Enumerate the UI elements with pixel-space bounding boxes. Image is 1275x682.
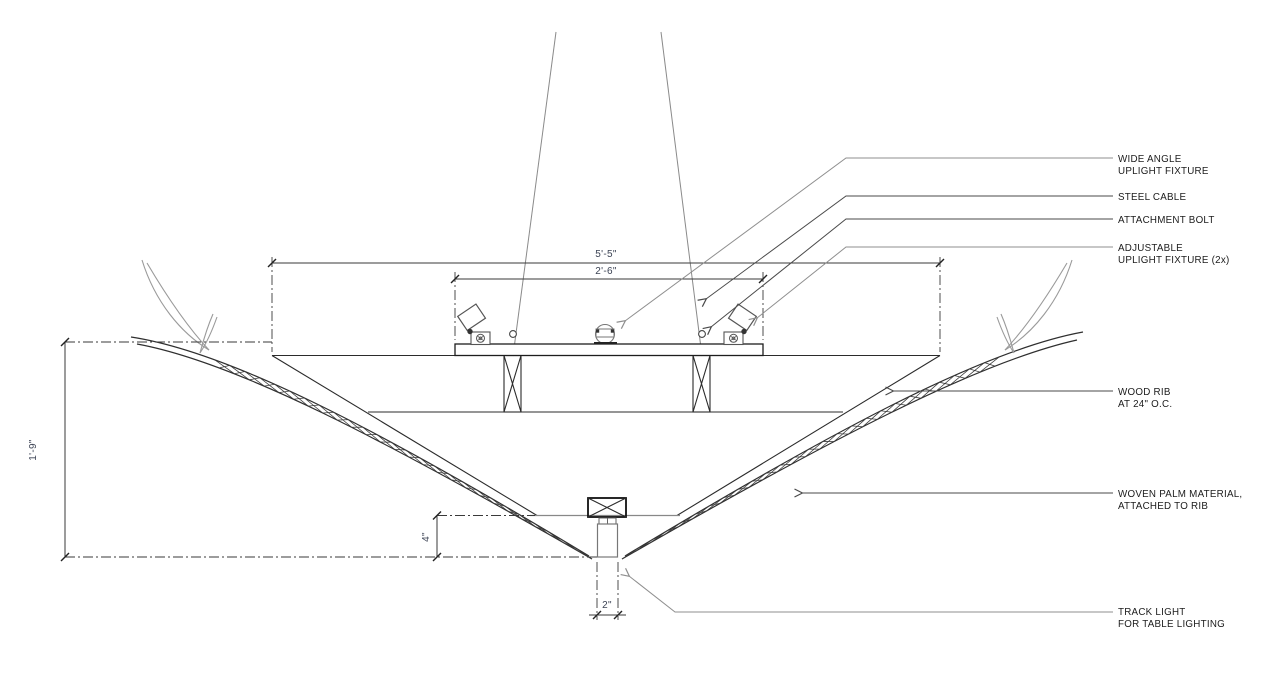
fixture-platform (454, 343, 764, 357)
frond-icon (141, 259, 210, 351)
dimension-track-drop: 4" (421, 511, 442, 562)
track-light-fixture (596, 517, 619, 558)
apex-connector (587, 497, 627, 518)
callout-attachment-bolt: ATTACHMENT BOLT (1118, 215, 1215, 226)
callout-wood-rib: WOOD RIB AT 24" O.C. (1118, 387, 1172, 410)
wood-rib-right (676, 355, 941, 516)
dim-text-track-width: 2" (602, 600, 612, 611)
svg-text:WOOD RIB: WOOD RIB (1118, 387, 1171, 398)
callout-steel-cable: STEEL CABLE (1118, 192, 1186, 203)
steel-cable-right (660, 31, 703, 357)
svg-text:UPLIGHT FIXTURE (2x): UPLIGHT FIXTURE (2x) (1118, 255, 1230, 266)
svg-text:WIDE ANGLE: WIDE ANGLE (1118, 154, 1182, 165)
svg-text:ADJUSTABLE: ADJUSTABLE (1118, 243, 1183, 254)
dim-text-platform-width: 2'-6" (595, 266, 617, 277)
palm-fronds-left (141, 259, 218, 354)
palm-weave-pattern (219, 364, 593, 560)
dim-text-overall-width: 5'-5" (595, 249, 617, 260)
callout-wide-angle-uplight: WIDE ANGLE UPLIGHT FIXTURE (1118, 154, 1209, 177)
dim-text-track-drop: 4" (421, 532, 432, 542)
svg-text:ATTACHED TO RIB: ATTACHED TO RIB (1118, 501, 1208, 512)
svg-text:WOVEN PALM MATERIAL,: WOVEN PALM MATERIAL, (1118, 489, 1242, 500)
dimension-track-width: 2" (589, 600, 626, 620)
palm-weave-pattern (624, 356, 1000, 557)
svg-text:UPLIGHT FIXTURE: UPLIGHT FIXTURE (1118, 166, 1209, 177)
frond-icon (146, 262, 210, 351)
callout-woven-palm: WOVEN PALM MATERIAL, ATTACHED TO RIB (1118, 489, 1242, 512)
callout-track-light: TRACK LIGHT FOR TABLE LIGHTING (1118, 607, 1225, 630)
palm-lattice-left (214, 359, 593, 560)
leader-wide-angle (625, 157, 1113, 321)
leader-adjustable (757, 246, 1113, 318)
leader-track-light (629, 576, 1113, 613)
leader-lines (625, 157, 1113, 613)
woven-palm-right (621, 331, 1084, 560)
steel-cable-left (512, 31, 557, 357)
extension-lines (65, 257, 941, 620)
leader-attachment-bolt (711, 218, 1113, 327)
leader-steel-cable (706, 195, 1113, 299)
attachment-bolt-left (509, 330, 517, 338)
wood-rib-left (271, 355, 538, 516)
wide-angle-uplight-fixture (594, 323, 617, 345)
palm-lattice-right (621, 356, 1000, 560)
x-post-right (692, 354, 711, 413)
svg-text:ATTACHMENT BOLT: ATTACHMENT BOLT (1118, 215, 1215, 226)
adjustable-uplight-fixture-right (723, 303, 757, 346)
palm-weave-pattern (621, 362, 996, 560)
adjustable-uplight-fixture-left (456, 303, 491, 346)
attachment-bolt-right (698, 330, 706, 338)
track-light-body (596, 523, 619, 558)
frond-icon (1000, 313, 1015, 354)
woven-palm-left (130, 336, 593, 560)
svg-text:AT 24" O.C.: AT 24" O.C. (1118, 399, 1172, 410)
palm-weave-pattern (214, 359, 590, 557)
callout-adjustable-uplight: ADJUSTABLE UPLIGHT FIXTURE (2x) (1118, 243, 1230, 266)
frond-icon (1004, 259, 1073, 351)
frond-icon (199, 316, 218, 354)
frond-icon (996, 316, 1015, 354)
x-post-left (503, 354, 522, 413)
callout-labels: WIDE ANGLE UPLIGHT FIXTURE STEEL CABLE A… (1118, 154, 1242, 630)
frond-icon (199, 313, 214, 354)
svg-text:STEEL CABLE: STEEL CABLE (1118, 192, 1186, 203)
svg-text:FOR TABLE LIGHTING: FOR TABLE LIGHTING (1118, 619, 1225, 630)
dimension-overall-height: 1'-9" (28, 337, 70, 562)
steel-cables (512, 31, 703, 357)
dim-text-overall-height: 1'-9" (28, 439, 39, 461)
palm-fronds-right (996, 259, 1073, 354)
svg-text:TRACK LIGHT: TRACK LIGHT (1118, 607, 1186, 618)
dimension-overall-width: 5'-5" (267, 249, 945, 268)
dimension-platform-width: 2'-6" (450, 266, 768, 284)
frond-icon (1004, 262, 1068, 351)
